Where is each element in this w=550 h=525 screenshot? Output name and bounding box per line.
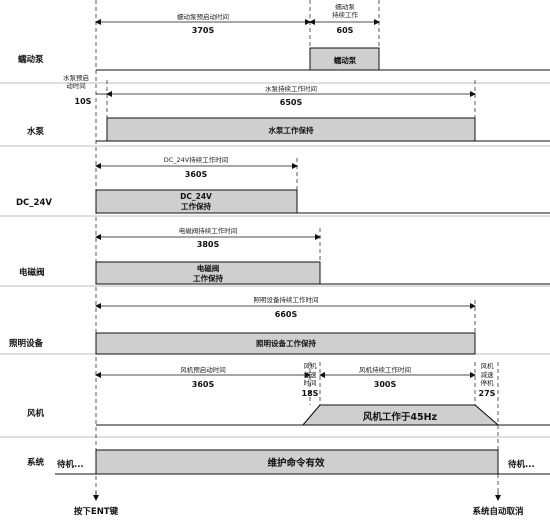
event-end-label: 系统自动取消 xyxy=(472,506,524,517)
fan-box-label: 风机工作于45Hz xyxy=(363,411,438,423)
water-on-box xyxy=(106,117,476,142)
row-dc24v: DC_24V持续工作时间 360S DC_24V 工作保持 xyxy=(95,155,550,214)
peristaltic-run-label-1: 蠕动泵 xyxy=(335,2,355,11)
system-box-label: 维护命令有效 xyxy=(267,457,325,469)
row-water-pump: 水泵预启 动时间 10S 水泵持续工作时间 650S 水泵工作保持 xyxy=(63,73,550,142)
events: 按下ENT键 系统自动取消 xyxy=(74,492,524,517)
dc-box-label-2: 工作保持 xyxy=(181,201,211,211)
row-label-water-pump: 水泵 xyxy=(26,126,45,137)
fan-delay-value: 360S xyxy=(192,380,215,389)
row-labels: 蠕动泵 水泵 DC_24V 电磁阀 照明设备 风机 系统 xyxy=(9,54,52,468)
row-label-lighting: 照明设备 xyxy=(9,338,44,349)
row-system: 维护命令有效 待机... 待机... xyxy=(55,449,550,475)
row-label-fan: 风机 xyxy=(27,408,45,419)
fan-ramp-label-1: 风机 xyxy=(304,361,318,370)
row-peristaltic-pump: 蠕动泵预启动时间 370S 蠕动泵 持续工作 60S 蠕动泵 xyxy=(95,2,550,71)
reference-lines xyxy=(95,0,499,500)
fan-run-value: 300S xyxy=(374,380,397,389)
peristaltic-box-label: 蠕动泵 xyxy=(334,55,357,65)
light-run-label: 照明设备持续工作时间 xyxy=(254,295,319,304)
fan-ramp-label-2: 加速 xyxy=(304,370,318,379)
system-on-box xyxy=(95,449,499,475)
fan-delay-label: 风机预启动时间 xyxy=(180,365,226,374)
valve-on-box xyxy=(95,261,321,285)
peristaltic-run-label-2: 持续工作 xyxy=(332,10,359,19)
peristaltic-run-value: 60S xyxy=(337,26,354,35)
light-box-label: 照明设备工作保持 xyxy=(256,338,316,348)
fan-down-label-3: 停机 xyxy=(481,378,495,387)
event-start-label: 按下ENT键 xyxy=(74,506,119,517)
dc-run-value: 360S xyxy=(185,170,208,179)
water-run-label: 水泵持续工作时间 xyxy=(265,84,317,93)
row-fan: 风机预启动时间 360S 风机 加速 时间 18S 风机持续工作时间 300S … xyxy=(95,361,550,426)
peristaltic-on-box xyxy=(309,47,380,71)
water-pre-label-2: 动时间 xyxy=(66,81,86,90)
dc-on-box xyxy=(95,189,298,214)
row-label-system: 系统 xyxy=(27,457,45,468)
fan-down-value: 27S xyxy=(479,389,496,398)
water-box-label: 水泵工作保持 xyxy=(269,125,314,135)
row-label-peristaltic-pump: 蠕动泵 xyxy=(18,54,44,65)
water-pre-value: 10S xyxy=(75,97,92,106)
fan-on-trapezoid xyxy=(301,404,500,426)
peristaltic-delay-value: 370S xyxy=(192,26,215,35)
dc-box-label-1: DC_24V xyxy=(180,192,212,201)
light-on-box xyxy=(95,332,476,355)
system-standby-right: 待机... xyxy=(507,459,535,470)
valve-box-label-1: 电磁阀 xyxy=(197,263,220,273)
light-run-value: 660S xyxy=(275,310,298,319)
row-solenoid-valve: 电磁阀持续工作时间 380S 电磁阀 工作保持 xyxy=(95,226,550,285)
water-run-value: 650S xyxy=(280,98,303,107)
fan-down-label-1: 风机 xyxy=(481,361,495,370)
valve-box-label-2: 工作保持 xyxy=(193,273,223,283)
peristaltic-delay-label: 蠕动泵预启动时间 xyxy=(177,12,229,21)
fan-ramp-value: 18S xyxy=(302,389,319,398)
fan-ramp-label-3: 时间 xyxy=(304,378,317,387)
fan-run-label: 风机持续工作时间 xyxy=(359,365,411,374)
row-lighting: 照明设备持续工作时间 660S 照明设备工作保持 xyxy=(95,295,476,355)
valve-run-label: 电磁阀持续工作时间 xyxy=(179,226,238,235)
fan-down-label-2: 减速 xyxy=(481,370,495,379)
dc-run-label: DC_24V持续工作时间 xyxy=(164,155,229,164)
row-label-solenoid-valve: 电磁阀 xyxy=(19,267,45,278)
water-pre-label-1: 水泵预启 xyxy=(63,73,89,82)
valve-run-value: 380S xyxy=(197,240,220,249)
system-standby-left: 待机... xyxy=(56,459,84,470)
row-label-dc24v: DC_24V xyxy=(16,198,52,208)
